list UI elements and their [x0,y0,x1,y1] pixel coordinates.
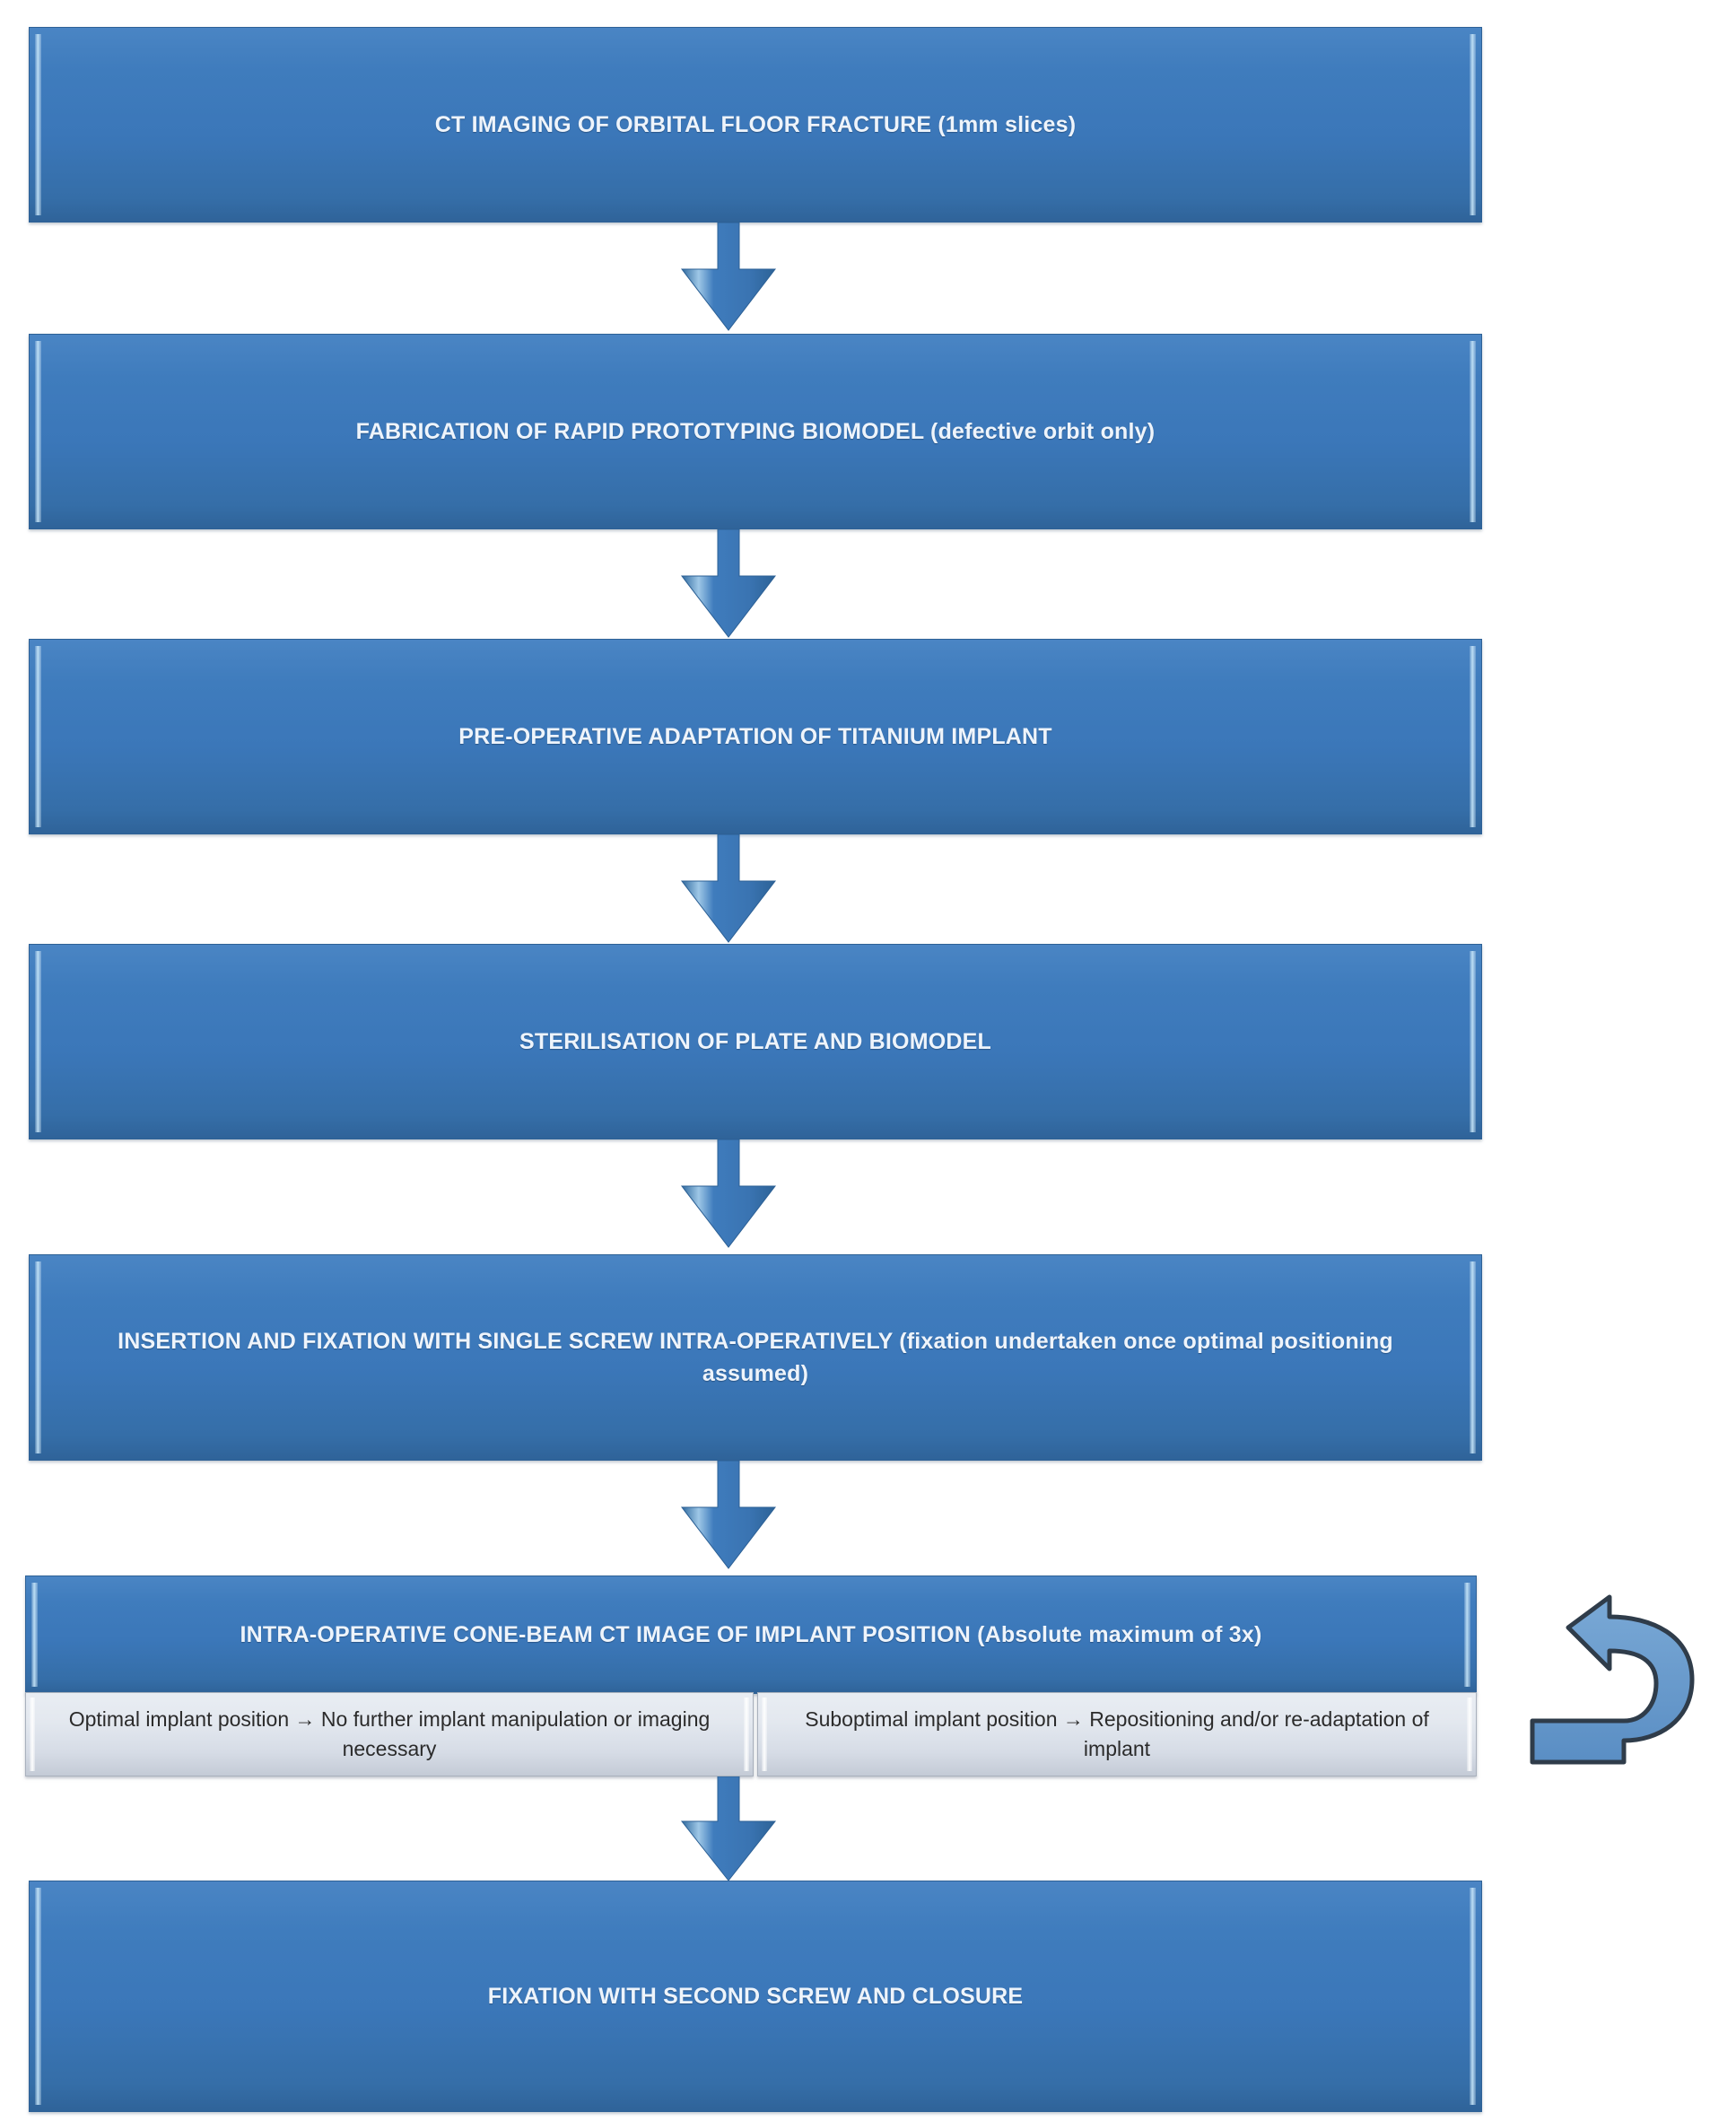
node-label: FIXATION WITH SECOND SCREW AND CLOSURE [487,1983,1024,2009]
node-label: FABRICATION OF RAPID PROTOTYPING BIOMODE… [355,418,1156,444]
flowchart-node-final-fixation[interactable]: FIXATION WITH SECOND SCREW AND CLOSURE [29,1881,1482,2112]
node-label: CT IMAGING OF ORBITAL FLOOR FRACTURE (1m… [434,111,1077,137]
node-label: INSERTION AND FIXATION WITH SINGLE SCREW… [118,1328,1393,1386]
down-arrow-icon [675,222,782,332]
flowchart-node-fabrication[interactable]: FABRICATION OF RAPID PROTOTYPING BIOMODE… [29,334,1482,529]
node-label: INTRA-OPERATIVE CONE-BEAM CT IMAGE OF IM… [240,1621,1262,1647]
down-arrow-icon [675,834,782,944]
flowchart-node-insertion-fixation[interactable]: INSERTION AND FIXATION WITH SINGLE SCREW… [29,1254,1482,1461]
flowchart-node-sterilisation[interactable]: STERILISATION OF PLATE AND BIOMODEL [29,944,1482,1139]
flowchart-node-preop-adaptation[interactable]: PRE-OPERATIVE ADAPTATION OF TITANIUM IMP… [29,639,1482,834]
node-label: PRE-OPERATIVE ADAPTATION OF TITANIUM IMP… [458,723,1052,749]
flowchart-node-outcome-suboptimal[interactable]: Suboptimal implant position → Reposition… [757,1692,1477,1776]
node-label: Optimal implant position → No further im… [68,1707,711,1760]
flowchart-node-cbct-imaging[interactable]: INTRA-OPERATIVE CONE-BEAM CT IMAGE OF IM… [25,1575,1477,1694]
node-label: Suboptimal implant position → Reposition… [805,1707,1429,1760]
down-arrow-icon [675,1776,782,1882]
flowchart-node-outcome-optimal[interactable]: Optimal implant position → No further im… [25,1692,754,1776]
down-arrow-icon [675,528,782,639]
down-arrow-icon [675,1460,782,1570]
flowchart-node-ct-imaging[interactable]: CT IMAGING OF ORBITAL FLOOR FRACTURE (1m… [29,27,1482,223]
loop-back-arrow-icon [1516,1586,1723,1785]
down-arrow-icon [675,1139,782,1249]
node-label: STERILISATION OF PLATE AND BIOMODEL [519,1028,991,1054]
